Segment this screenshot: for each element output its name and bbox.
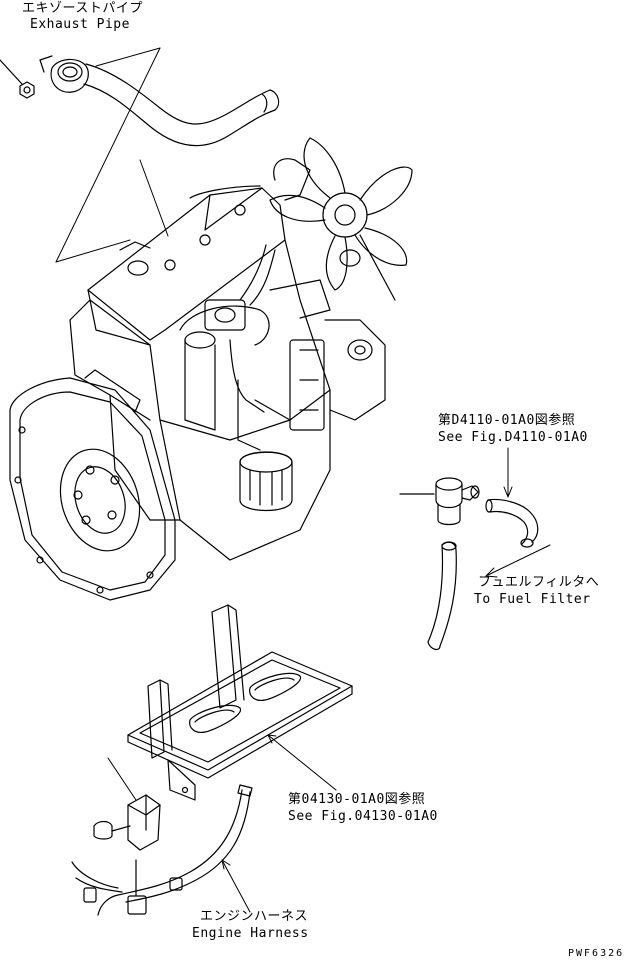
exhaust-pipe-label-en: Exhaust Pipe bbox=[30, 17, 130, 32]
engine-harness bbox=[71, 757, 253, 916]
tray-ref-label-jp: 第04130-01A0図参照 bbox=[288, 792, 426, 807]
engine-head-cover bbox=[87, 185, 286, 346]
harness-label-jp: エンジンハーネス bbox=[200, 909, 309, 924]
cooling-fan bbox=[269, 137, 413, 301]
fuel-hose-left bbox=[427, 541, 457, 651]
drawing-code: PWF6326 bbox=[568, 948, 625, 959]
leader-lines-exhaust bbox=[55, 47, 169, 263]
tray-ref-label-en: See Fig.04130-01A0 bbox=[288, 809, 438, 824]
battery-tray bbox=[127, 604, 353, 801]
fuel-ref-label-en: See Fig.D4110-01A0 bbox=[438, 430, 588, 445]
exhaust-pipe-label-jp: エキゾーストパイプ bbox=[22, 1, 143, 16]
exhaust-nut bbox=[0, 59, 35, 99]
fuel-leaders bbox=[485, 447, 551, 578]
oil-filter bbox=[239, 451, 293, 511]
exhaust-pipe bbox=[39, 55, 280, 147]
fuel-valve bbox=[399, 477, 480, 526]
fuel-ref-label-jp: 第D4110-01A0図参照 bbox=[438, 413, 576, 428]
harness-label-en: Engine Harness bbox=[192, 926, 309, 941]
fuel-filter-label-jp: フュエルフィルタへ bbox=[478, 575, 600, 590]
fuel-filter-label-en: To Fuel Filter bbox=[474, 592, 591, 607]
flywheel-housing bbox=[9, 369, 176, 601]
fuel-hose-right bbox=[485, 498, 539, 548]
